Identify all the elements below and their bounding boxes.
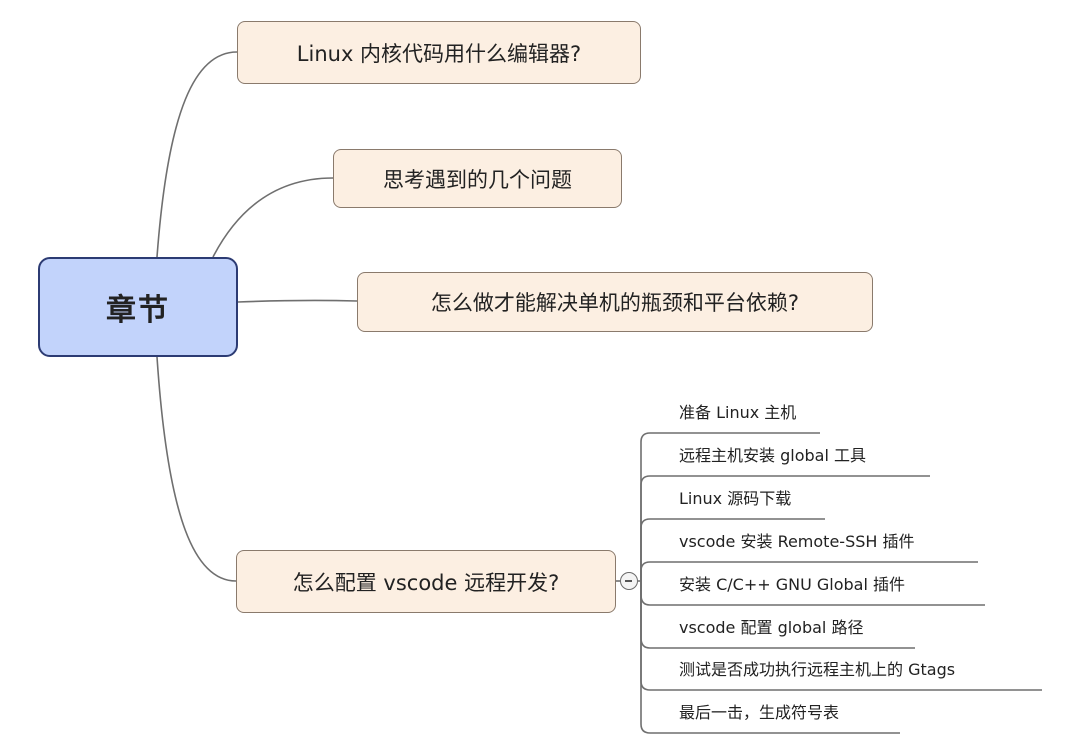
collapse-toggle-icon[interactable] xyxy=(620,572,638,590)
connector-subtopic-3 xyxy=(640,518,825,581)
topic-node-1[interactable]: Linux 内核代码用什么编辑器? xyxy=(237,21,641,84)
topic-node-label: 怎么做才能解决单机的瓶颈和平台依赖? xyxy=(430,291,800,315)
subtopic-item-1[interactable]: 准备 Linux 主机 xyxy=(679,403,797,422)
connector-subtopic-2 xyxy=(640,475,930,581)
topic-node-label: Linux 内核代码用什么编辑器? xyxy=(296,41,582,66)
connector-subtopic-4 xyxy=(640,561,978,581)
subtopic-item-2[interactable]: 远程主机安装 global 工具 xyxy=(679,446,866,465)
connector-root-topic-1 xyxy=(156,51,238,258)
connector-root-topic-2 xyxy=(212,177,334,258)
subtopic-item-4[interactable]: vscode 安装 Remote-SSH 插件 xyxy=(679,532,915,551)
subtopic-item-7[interactable]: 测试是否成功执行远程主机上的 Gtags xyxy=(679,660,956,679)
connector-root-topic-4 xyxy=(156,356,237,582)
subtopic-item-5[interactable]: 安装 C/C++ GNU Global 插件 xyxy=(679,575,906,594)
root-node[interactable]: 章节 xyxy=(38,257,238,357)
connector-subtopic-8 xyxy=(640,581,900,734)
subtopic-item-3[interactable]: Linux 源码下载 xyxy=(679,489,792,508)
topic-node-4[interactable]: 怎么配置 vscode 远程开发? xyxy=(236,550,616,613)
connector-subtopic-1 xyxy=(640,432,820,581)
root-node-label: 章节 xyxy=(106,293,170,328)
subtopic-item-6[interactable]: vscode 配置 global 路径 xyxy=(679,618,864,637)
topic-node-2[interactable]: 思考遇到的几个问题 xyxy=(333,149,622,208)
topic-node-label: 怎么配置 vscode 远程开发? xyxy=(292,570,560,595)
subtopic-item-8[interactable]: 最后一击，生成符号表 xyxy=(679,703,840,722)
topic-node-3[interactable]: 怎么做才能解决单机的瓶颈和平台依赖? xyxy=(357,272,873,332)
connector-root-topic-3 xyxy=(237,299,358,303)
topic-node-label: 思考遇到的几个问题 xyxy=(383,167,572,192)
